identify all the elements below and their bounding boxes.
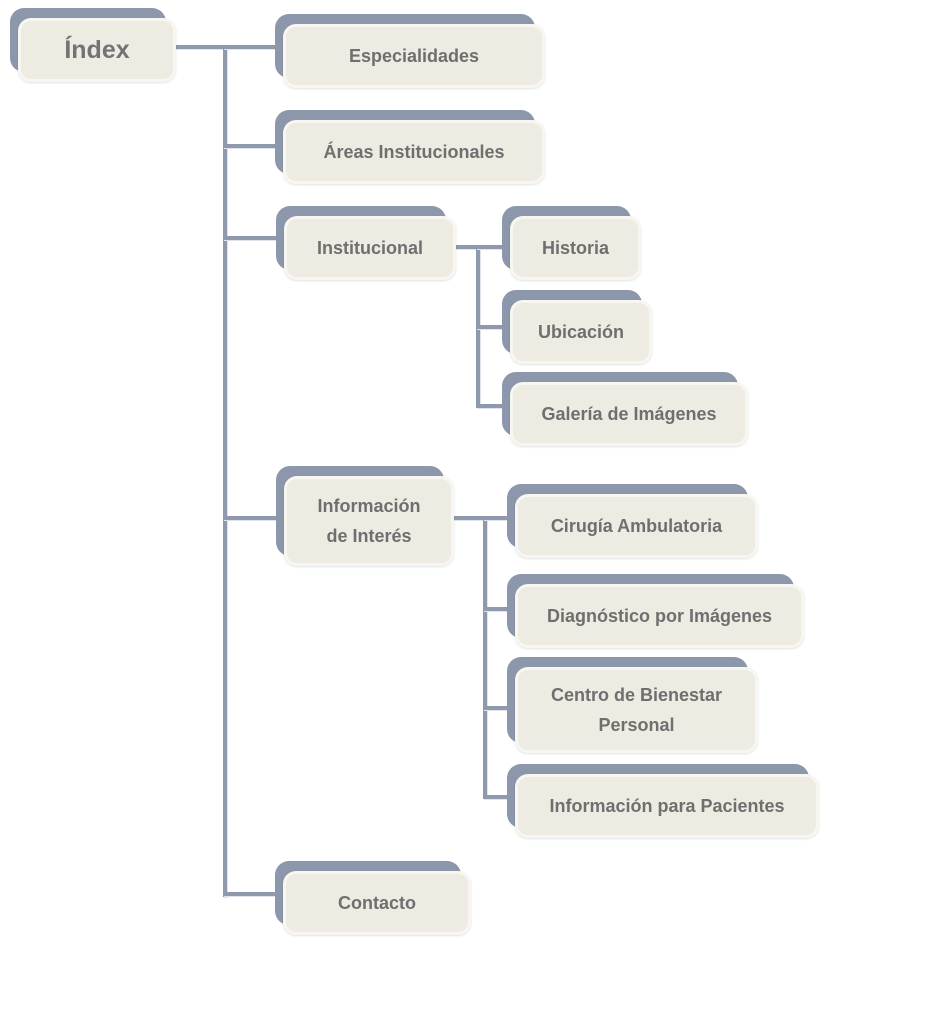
node-informacion-para-pacientes-label: Información para Pacientes [549,796,785,816]
connector-to-historia [476,245,506,249]
connector-to-informacion [223,516,279,520]
node-centro-de-bienestar-personal-label: Centro de Bienestar Personal [550,685,723,735]
connector-main-vertical [223,45,227,897]
connector-institucional-horizontal [455,245,479,249]
connector-to-pacientes [483,795,511,799]
node-galeria-de-imagenes-label: Galería de Imágenes [541,404,717,424]
connector-to-galeria [476,404,506,408]
node-contacto-label: Contacto [338,893,416,913]
connector-to-cirugia [483,516,511,520]
node-informacion-de-interes: Información de Interés [276,466,454,566]
node-diagnostico-por-imagenes-label: Diagnóstico por Imágenes [546,606,773,626]
connector-to-diagnostico [483,607,511,611]
node-contacto: Contacto [275,861,471,935]
node-institucional-label: Institucional [316,238,423,258]
node-index: Índex [10,8,176,82]
node-especialidades: Especialidades [275,14,545,88]
connector-root-horizontal [175,45,225,49]
connector-informacion-vertical [483,516,487,798]
node-areas-institucionales: Áreas Institucionales [275,110,545,184]
node-cirugia-ambulatoria-label: Cirugía Ambulatoria [550,516,723,536]
node-galeria-de-imagenes: Galería de Imágenes [502,372,748,446]
connector-informacion-horizontal [453,516,486,520]
node-areas-institucionales-label: Áreas Institucionales [323,142,505,162]
node-historia: Historia [502,206,641,280]
connector-to-especialidades [223,45,279,49]
node-diagnostico-por-imagenes: Diagnóstico por Imágenes [507,574,804,648]
node-centro-de-bienestar-personal: Centro de Bienestar Personal [507,657,758,753]
connector-to-institucional [223,236,279,240]
node-index-label: Índex [64,36,130,64]
connector-to-areas [223,144,279,148]
node-ubicacion-label: Ubicación [537,322,625,342]
connector-to-ubicacion [476,325,506,329]
connector-to-bienestar [483,706,511,710]
node-cirugia-ambulatoria: Cirugía Ambulatoria [507,484,758,558]
node-informacion-para-pacientes: Información para Pacientes [507,764,819,838]
node-ubicacion: Ubicación [502,290,652,364]
node-especialidades-label: Especialidades [348,46,480,66]
node-informacion-de-interes-label: Información de Interés [317,496,421,546]
node-institucional: Institucional [276,206,456,280]
connector-to-contacto [223,892,279,896]
node-historia-label: Historia [541,238,610,258]
